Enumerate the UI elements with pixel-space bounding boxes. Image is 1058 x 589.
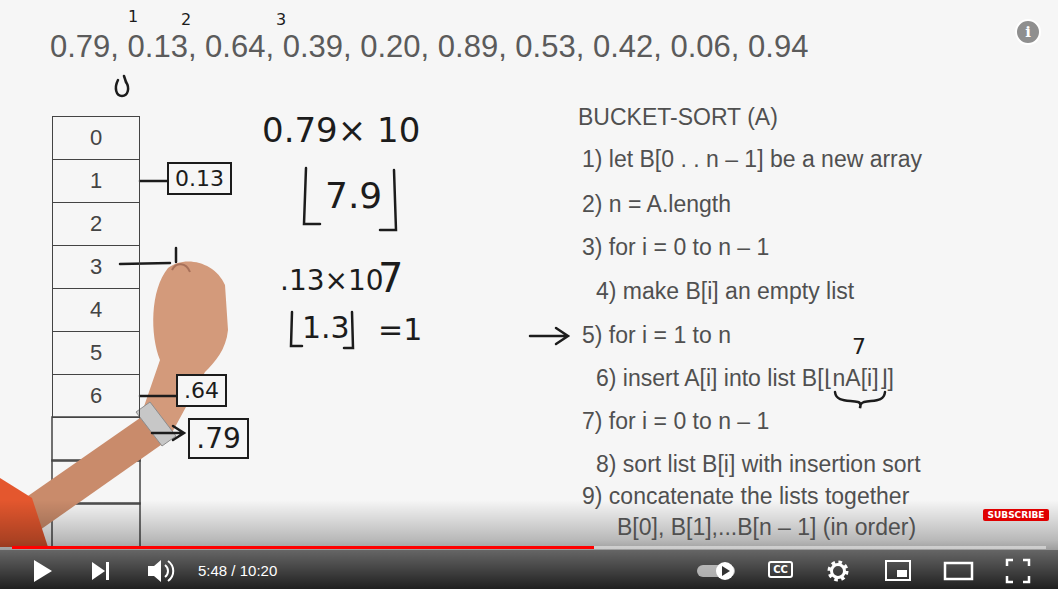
volume-icon bbox=[148, 560, 161, 582]
progress-played bbox=[12, 546, 594, 549]
bucket-link bbox=[140, 180, 167, 183]
handwritten-note: =1 bbox=[378, 312, 422, 348]
bucket-cell: 3 bbox=[52, 245, 140, 289]
wristwatch bbox=[136, 402, 176, 446]
progress-track bbox=[12, 546, 1046, 549]
video-time: 5:48 / 10:20 bbox=[198, 562, 277, 580]
miniplayer-icon bbox=[886, 561, 910, 580]
finger bbox=[172, 264, 190, 272]
bucket-cell: 6 bbox=[52, 374, 140, 418]
node-text: 0 bbox=[90, 125, 102, 151]
index-mark: 3 bbox=[276, 10, 286, 29]
index-mark: 1 bbox=[128, 7, 138, 26]
player-bar bbox=[0, 550, 1058, 589]
node-text: 4 bbox=[90, 297, 102, 323]
node-text: SUBSCRIBE bbox=[987, 510, 1044, 520]
index-mark: 2 bbox=[181, 10, 191, 29]
pointer-arrow bbox=[152, 426, 184, 440]
volume-icon bbox=[168, 561, 173, 581]
handwritten-note: 7 bbox=[378, 254, 403, 302]
handwritten-note: 0.79× 10 bbox=[262, 110, 420, 151]
node-text: 5 bbox=[90, 340, 102, 366]
pointer-arrow bbox=[530, 328, 568, 344]
handwriting-marks bbox=[116, 76, 885, 408]
bucket-item: .79 bbox=[188, 418, 249, 459]
subscribe-badge: SUBSCRIBE bbox=[983, 509, 1049, 521]
autoplay-knob bbox=[716, 562, 734, 580]
handwritten-note: 1.3 bbox=[302, 310, 350, 346]
theater-icon bbox=[945, 563, 972, 579]
handwritten-note: 7 bbox=[852, 334, 866, 360]
pseudocode-line: 5) for i = 1 to n bbox=[582, 322, 731, 350]
bucket-cell: 2 bbox=[52, 202, 140, 246]
pseudocode-line: 9) concatenate the lists together B[0], … bbox=[582, 481, 937, 543]
pseudocode-line: 7) for i = 0 to n – 1 bbox=[582, 408, 769, 436]
captions-button: CC bbox=[768, 561, 793, 578]
player-controls bbox=[34, 560, 1029, 582]
leader-line bbox=[120, 263, 170, 264]
pseudocode-line: 4) make B[i] an empty list bbox=[596, 278, 854, 306]
bucket-item: 0.13 bbox=[167, 162, 232, 195]
node-text: 6 bbox=[90, 383, 102, 409]
settings-icon bbox=[832, 565, 845, 578]
node-text: 2 bbox=[90, 211, 102, 237]
pseudocode-line: 8) sort list B[i] with insertion sort bbox=[596, 451, 921, 479]
player-shade bbox=[0, 500, 1058, 589]
bucket-cell: 0 bbox=[52, 116, 140, 160]
bucket-item: .64 bbox=[176, 374, 227, 407]
fullscreen-icon bbox=[1007, 560, 1029, 582]
miniplayer-icon bbox=[897, 570, 907, 577]
info-icon: i bbox=[1015, 19, 1041, 45]
floor-bracket bbox=[291, 312, 302, 346]
bucket-cell: 5 bbox=[52, 331, 140, 375]
floor-bracket bbox=[304, 168, 320, 224]
bucket-cell: 1 bbox=[52, 159, 140, 203]
next-icon bbox=[92, 562, 105, 580]
pseudocode-line: 1) let B[0 . . n – 1] be a new array bbox=[582, 146, 922, 174]
node-text: 0.13 bbox=[175, 166, 224, 191]
node-text: 1 bbox=[90, 168, 102, 194]
pseudocode-line: 6) insert A[i] into list B[⌊nA[i]⌋] bbox=[596, 365, 894, 393]
volume-icon bbox=[165, 565, 168, 577]
node-text: i bbox=[1025, 23, 1031, 41]
floor-bracket bbox=[380, 170, 396, 230]
pseudocode-line: 3) for i = 0 to n – 1 bbox=[582, 234, 769, 262]
bucket-link bbox=[140, 395, 176, 398]
settings-icon bbox=[830, 563, 847, 580]
underbrace bbox=[835, 392, 885, 408]
handwritten-note: 7.9 bbox=[325, 174, 382, 217]
input-sequence: 0.79, 0.13, 0.64, 0.39, 0.20, 0.89, 0.53… bbox=[50, 28, 808, 65]
pointer-mark bbox=[124, 76, 126, 82]
node-text: .79 bbox=[196, 422, 241, 455]
node-text: CC bbox=[773, 564, 788, 575]
leader-line bbox=[175, 248, 178, 262]
node-text: .64 bbox=[184, 378, 219, 403]
pseudocode-line: 2) n = A.length bbox=[582, 191, 731, 219]
bucket-cell: 4 bbox=[52, 288, 140, 332]
next-icon bbox=[106, 562, 109, 580]
handwritten-note: .13×10 bbox=[280, 264, 384, 298]
pseudocode-title: BUCKET-SORT (A) bbox=[578, 104, 778, 132]
node-text: 3 bbox=[90, 254, 102, 280]
play-icon bbox=[34, 560, 52, 582]
autoplay-knob bbox=[722, 566, 730, 576]
